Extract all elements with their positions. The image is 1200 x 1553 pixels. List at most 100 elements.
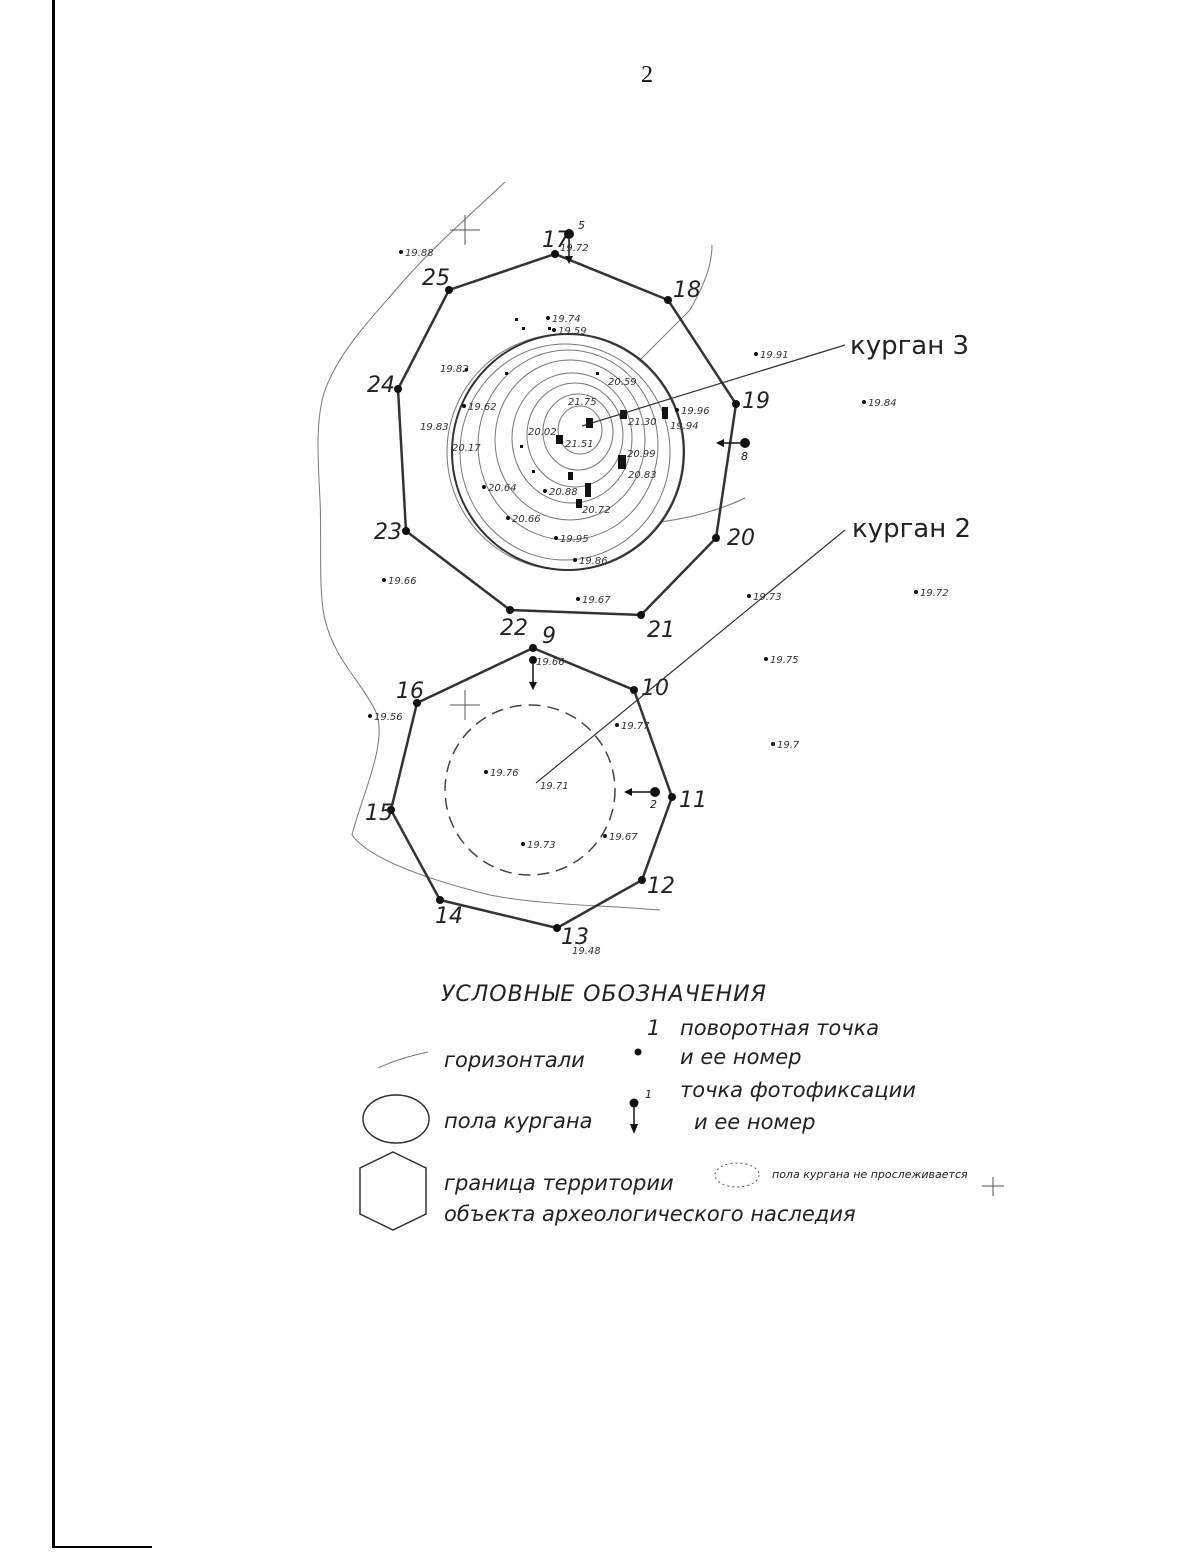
elev-19-59: 19.59	[558, 326, 587, 337]
legend-boundary-line1: граница территории	[444, 1171, 674, 1195]
legend-photo-point-symbol	[629, 1098, 639, 1134]
vertex-label-18: 18	[673, 278, 701, 303]
mound3-boundary	[396, 252, 738, 617]
photo-point-2: 2	[624, 787, 660, 811]
elev-19-48: 19.48	[572, 946, 601, 957]
elev-20-83: 20.83	[628, 470, 657, 481]
legend-turning-point-number: 1	[647, 1016, 660, 1040]
elev-19-84: 19.84	[868, 398, 897, 409]
photo-point-8-label: 8	[741, 450, 748, 463]
mound3-vertices	[394, 250, 740, 619]
photo-point-8: 8	[716, 438, 750, 463]
legend-photo-point-number: 1	[645, 1088, 652, 1101]
elev-19-77: 19.77	[621, 721, 650, 732]
legend-photo-point-line1: точка фотофиксации	[680, 1078, 916, 1102]
legend-not-traced-label: пола кургана не прослеживается	[772, 1168, 968, 1181]
legend-turning-point-symbol	[634, 1048, 642, 1056]
mound3-floor	[451, 333, 685, 571]
mound2-boundary	[389, 646, 674, 930]
mound3-survey-marks	[465, 318, 668, 508]
elev-20-17: 20.17	[452, 443, 481, 454]
vertex-label-12: 12	[647, 874, 675, 899]
page-number: 2	[641, 62, 653, 88]
elev-19-66-west: 19.66	[388, 576, 417, 587]
elev-19-67-m2: 19.67	[609, 832, 638, 843]
elev-19-83: 19.83	[420, 422, 449, 433]
mound2-label: курган 2	[852, 514, 971, 544]
photo-point-2-label: 2	[650, 798, 657, 811]
vertex-label-20: 20	[727, 526, 755, 551]
legend: УСЛОВНЫЕ ОБОЗНАЧЕНИЯ горизонтали 1 повор…	[359, 982, 1004, 1231]
elev-20-02: 20.02	[528, 427, 557, 438]
legend-not-traced-symbol	[714, 1162, 760, 1188]
elev-19-74: 19.74	[552, 314, 581, 325]
elev-21-30: 21.30	[628, 417, 657, 428]
elev-19-94: 19.94	[670, 421, 699, 432]
elev-19-66-m2: 19.66	[536, 657, 565, 668]
elev-19-86: 19.86	[579, 556, 608, 567]
vertex-label-24: 24	[367, 373, 395, 398]
legend-contour-symbol	[377, 1051, 429, 1069]
cross-markers	[450, 215, 480, 720]
legend-photo-point-line2: и ее номер	[694, 1110, 816, 1134]
mound2-vertices	[387, 644, 676, 932]
mound3-label: курган 3	[850, 331, 969, 361]
elev-19-91: 19.91	[760, 350, 789, 361]
vertex-label-25: 25	[422, 266, 450, 291]
elev-19-88: 19.88	[405, 248, 434, 259]
legend-cross-symbol	[982, 1177, 1004, 1196]
vertex-label-21: 21	[647, 618, 675, 643]
elev-20-66: 20.66	[512, 514, 541, 525]
legend-turning-point-line1: поворотная точка	[680, 1016, 879, 1040]
elev-19-56: 19.56	[374, 712, 403, 723]
mound2-floor-not-traced	[444, 704, 616, 876]
photo-point-mound2-north	[529, 656, 537, 690]
elev-21-51: 21.51	[565, 439, 594, 450]
terrain-contours	[317, 181, 746, 911]
photo-point-5: 5	[564, 219, 585, 264]
elev-19-72-east: 19.72	[920, 588, 949, 599]
elev-19-67-south: 19.67	[582, 595, 611, 606]
mound2-elevation-points: 19.66 19.56 19.77 19.76 19.71 19.73 19.6…	[368, 592, 800, 957]
vertex-label-13: 13	[561, 925, 589, 950]
vertex-label-16: 16	[396, 679, 424, 704]
elev-21-75: 21.75	[568, 397, 597, 408]
page-left-border	[52, 0, 55, 1548]
elev-19-73-east: 19.73	[753, 592, 782, 603]
vertex-label-22: 22	[500, 616, 528, 641]
vertex-label-15: 15	[365, 801, 393, 826]
elev-20-88: 20.88	[549, 487, 578, 498]
vertex-label-19: 19	[742, 389, 770, 414]
vertex-label-14: 14	[435, 904, 463, 929]
elev-20-64: 20.64	[488, 483, 517, 494]
legend-mound-floor-label: пола кургана	[444, 1109, 593, 1133]
elev-19-73: 19.73	[527, 840, 556, 851]
mound2-pointer	[535, 529, 846, 784]
mound3-elevation-points: 19.88 19.72 19.91 19.84 19.74 19.59 19.8…	[382, 243, 949, 606]
elev-20-59: 20.59	[608, 377, 637, 388]
elev-19-95: 19.95	[560, 534, 589, 545]
legend-title: УСЛОВНЫЕ ОБОЗНАЧЕНИЯ	[441, 982, 767, 1007]
elev-19-96: 19.96	[681, 406, 710, 417]
elev-19-62: 19.62	[468, 402, 497, 413]
vertex-label-11: 11	[679, 788, 707, 813]
page-bottom-border	[52, 1546, 152, 1548]
elev-19-7: 19.7	[777, 740, 800, 751]
legend-boundary-line2: объекта археологического наследия	[444, 1202, 856, 1226]
legend-turning-point-line2: и ее номер	[680, 1045, 802, 1069]
elev-20-99: 20.99	[627, 449, 656, 460]
elev-19-71: 19.71	[540, 781, 569, 792]
legend-contours-label: горизонтали	[444, 1048, 585, 1072]
elev-19-72-north: 19.72	[560, 243, 589, 254]
vertex-label-23: 23	[374, 520, 402, 545]
elev-20-72: 20.72	[582, 505, 611, 516]
photo-point-5-label: 5	[578, 219, 585, 232]
vertex-label-9: 9	[542, 624, 556, 649]
elev-19-75: 19.75	[770, 655, 799, 666]
vertex-label-10: 10	[641, 676, 669, 701]
legend-boundary-symbol	[359, 1151, 427, 1231]
elev-19-76: 19.76	[490, 768, 519, 779]
elev-19-82: 19.82	[440, 364, 469, 375]
